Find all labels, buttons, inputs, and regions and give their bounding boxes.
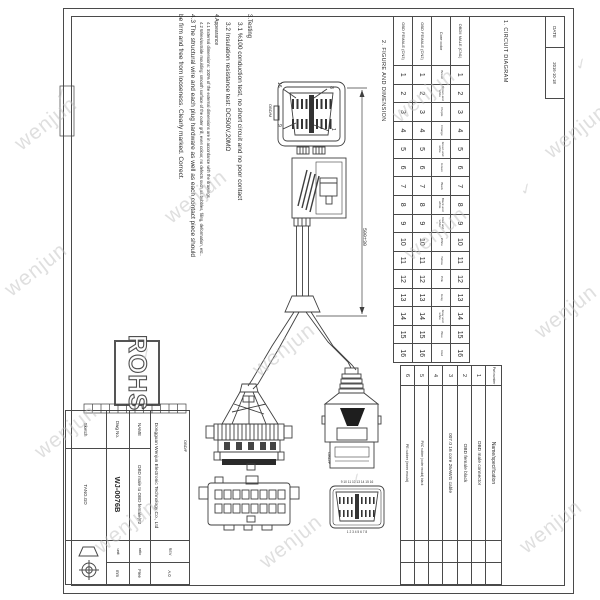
male-side-grip-ribs [297,169,320,213]
female1-connector [205,383,293,471]
projection-symbol-icon [78,546,99,580]
male-bottom-tabs [296,146,326,155]
cable-branch-left [247,311,300,390]
male-side-housing [291,157,347,219]
frame-centering-mark [59,85,75,137]
cable-splitter [284,295,321,313]
scale-ruler [83,403,187,414]
male-face-side-latch [273,105,280,121]
female1-face-view [198,475,300,531]
male-face-outer [277,81,346,147]
cable-lines [296,226,309,296]
projection-symbol-cell [65,540,107,585]
dimension-lines [316,87,367,317]
female2-face-bottom-numbers: 1 2 3 4 5 6 7 8 [347,530,368,534]
female2-face-view [329,485,385,529]
male-face-pins [292,99,332,129]
male-side-latch [319,177,338,205]
male-face-center-rib [309,95,314,133]
male-side-boot [293,217,311,227]
cable-branch-right [305,311,357,371]
title-row-sketch: Sketch TANG.GD [65,410,107,585]
female2-connector [321,367,382,469]
title-block: Dongguan Wenjun Electronic Technology Co… [65,410,190,585]
male-face-inner [282,86,341,142]
female2-face-top-numbers: 9 10 11 12 13 14 15 16 [341,480,374,484]
pin-callout-leaders [282,88,330,132]
